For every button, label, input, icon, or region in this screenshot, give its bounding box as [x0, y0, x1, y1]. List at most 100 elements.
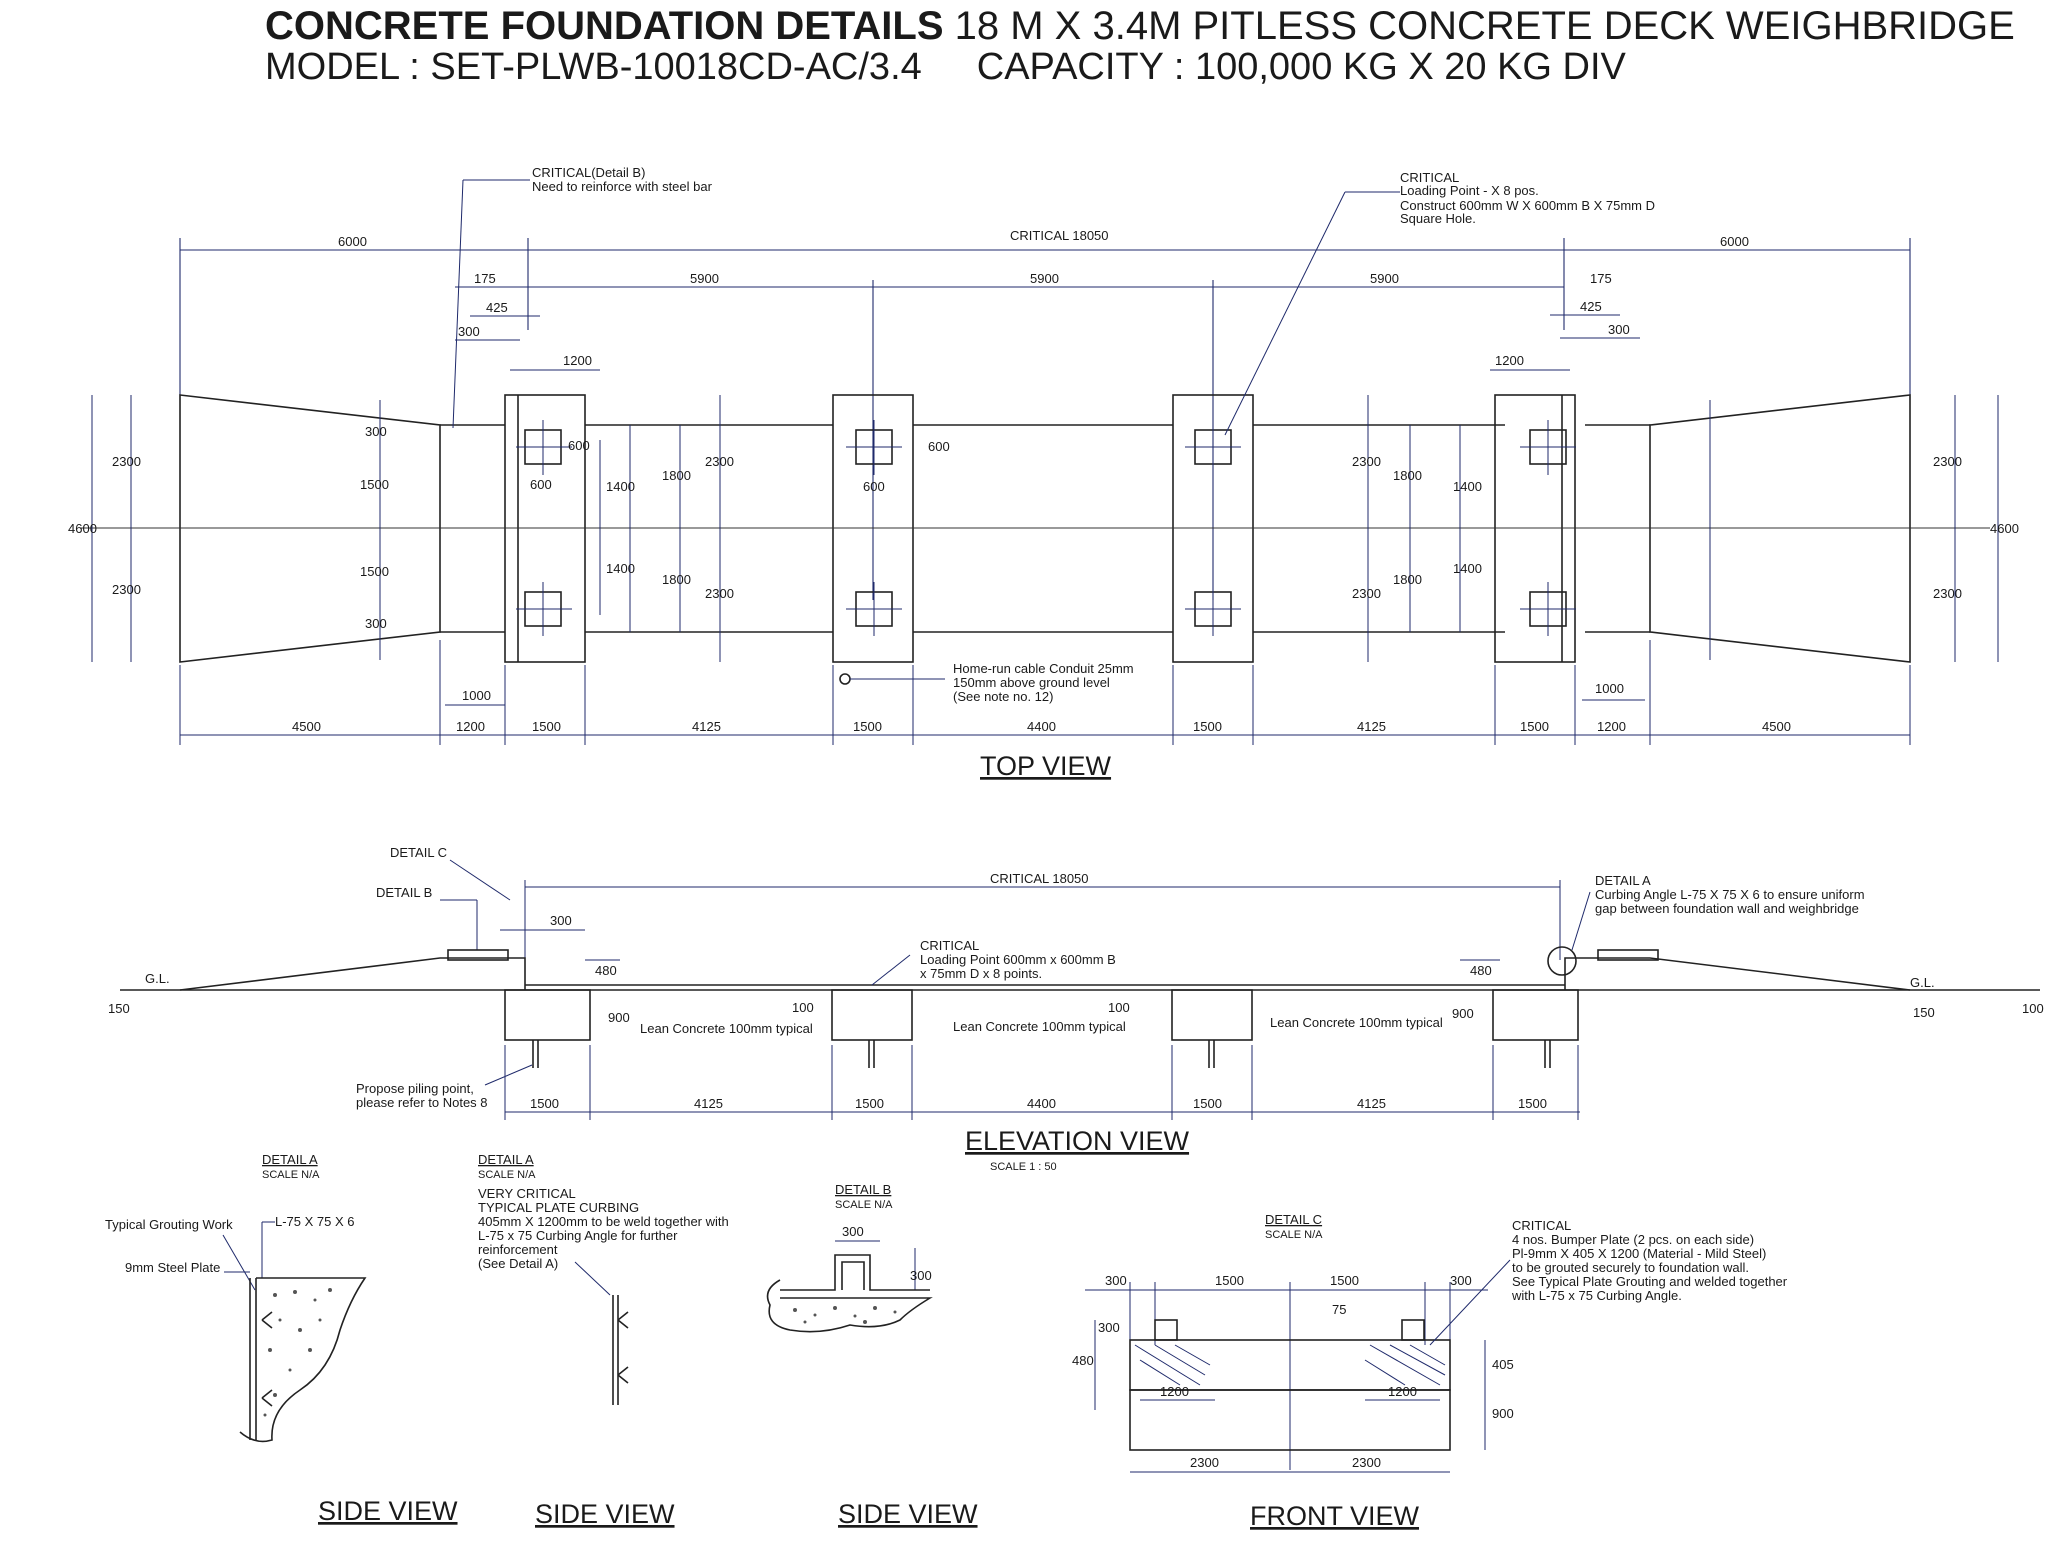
dim-b-6: 1500 — [1193, 719, 1222, 734]
dim-300-bl: 300 — [365, 616, 387, 631]
elev-480-right: 480 — [1470, 963, 1492, 978]
dim-4600-left: 4600 — [68, 521, 97, 536]
detail-a1-grouting: Typical Grouting Work — [105, 1217, 233, 1232]
note-loading-3: Square Hole. — [1400, 211, 1476, 226]
detail-c-scale: SCALE N/A — [1265, 1229, 1323, 1241]
detail-a2-note-2: 405mm X 1200mm to be weld together with — [478, 1214, 729, 1229]
dim-b-0: 4500 — [292, 719, 321, 734]
detail-c-note-0: CRITICAL — [1512, 1218, 1571, 1233]
dim-critical-total: CRITICAL 18050 — [1010, 228, 1109, 243]
label-side-view-2: SIDE VIEW — [535, 1499, 675, 1529]
detail-c-top-0: 300 — [1105, 1273, 1127, 1288]
elev-150-left: 150 — [108, 1001, 130, 1016]
detail-a-plate-curbing: DETAIL A SCALE N/A VERY CRITICAL TYPICAL… — [478, 1152, 729, 1529]
elev-gl-left: G.L. — [145, 971, 170, 986]
elev-100-a: 100 — [792, 1000, 814, 1015]
detail-a2-note-5: (See Detail A) — [478, 1256, 558, 1271]
elev-b-5: 4125 — [1357, 1096, 1386, 1111]
detail-a2-note-4: reinforcement — [478, 1242, 558, 1257]
elev-b-4: 1500 — [1193, 1096, 1222, 1111]
note-detail-b-0: CRITICAL(Detail B) — [532, 165, 645, 180]
dim-1400-lb: 1400 — [606, 561, 635, 576]
dim-300-right: 300 — [1608, 322, 1630, 337]
dim-2300-ra: 2300 — [1352, 454, 1381, 469]
model-text: MODEL : SET-PLWB-10018CD-AC/3.4 — [265, 46, 922, 88]
dim-2300-ld: 2300 — [705, 586, 734, 601]
label-elevation-view: ELEVATION VIEW — [965, 1126, 1190, 1156]
dim-bay-3: 5900 — [1370, 271, 1399, 286]
detail-b-title: DETAIL B — [835, 1182, 891, 1197]
elevation-view: CRITICAL 18050 DETAIL C DETAIL B 300 480… — [108, 845, 2044, 1173]
dim-1800-ra: 1800 — [1393, 468, 1422, 483]
elev-detail-a-2: gap between foundation wall and weighbri… — [1595, 901, 1859, 916]
dim-b-10: 4500 — [1762, 719, 1791, 734]
detail-c-480: 480 — [1072, 1353, 1094, 1368]
dim-1800-la: 1800 — [662, 468, 691, 483]
dim-425-right: 425 — [1580, 299, 1602, 314]
detail-c-note-1: 4 nos. Bumper Plate (2 pcs. on each side… — [1512, 1232, 1754, 1247]
elev-piling-1: please refer to Notes 8 — [356, 1095, 488, 1110]
elev-piling-0: Propose piling point, — [356, 1081, 474, 1096]
detail-b-scale: SCALE N/A — [835, 1199, 893, 1211]
top-view: 6000 CRITICAL 18050 6000 5900 5900 5900 … — [68, 165, 2019, 781]
dim-b-4: 1500 — [853, 719, 882, 734]
elev-loading-1: Loading Point 600mm x 600mm B — [920, 952, 1116, 967]
dim-600-l1: 600 — [568, 438, 590, 453]
elev-b-6: 1500 — [1518, 1096, 1547, 1111]
detail-b-side: DETAIL B SCALE N/A 300 300 SIDE VIEW — [766, 1182, 978, 1529]
detail-a1-scale: SCALE N/A — [262, 1169, 320, 1181]
note-detail-b-1: Need to reinforce with steel bar — [532, 179, 713, 194]
dim-1400-rb: 1400 — [1453, 561, 1482, 576]
detail-a2-note-1: TYPICAL PLATE CURBING — [478, 1200, 639, 1215]
title-rest: 18 M X 3.4M PITLESS CONCRETE DECK WEIGHB… — [954, 4, 2015, 48]
elev-480-left: 480 — [595, 963, 617, 978]
dim-175-left: 175 — [474, 271, 496, 286]
dim-2300-rc: 2300 — [1933, 454, 1962, 469]
detail-c-2300-l: 2300 — [1190, 1455, 1219, 1470]
elev-900-left: 900 — [608, 1010, 630, 1025]
drawing-title: CONCRETE FOUNDATION DETAILS 18 M X 3.4M … — [265, 4, 2015, 49]
note-conduit-0: Home-run cable Conduit 25mm — [953, 661, 1134, 676]
dim-1200-left: 1200 — [563, 353, 592, 368]
elev-gl-right: G.L. — [1910, 975, 1935, 990]
elev-b-0: 1500 — [530, 1096, 559, 1111]
dim-bay-2: 5900 — [1030, 271, 1059, 286]
note-loading-2: Construct 600mm W X 600mm B X 75mm D — [1400, 198, 1655, 213]
dim-1000-left: 1000 — [462, 688, 491, 703]
dim-b-9: 1200 — [1597, 719, 1626, 734]
detail-c-1200-l: 1200 — [1160, 1384, 1189, 1399]
detail-b-300a: 300 — [842, 1224, 864, 1239]
dim-2300-lc: 2300 — [705, 454, 734, 469]
dim-ramp-right: 6000 — [1720, 234, 1749, 249]
label-top-view: TOP VIEW — [980, 751, 1112, 781]
detail-a1-title: DETAIL A — [262, 1152, 318, 1167]
elev-detail-c: DETAIL C — [390, 845, 447, 860]
note-conduit-1: 150mm above ground level — [953, 675, 1110, 690]
dim-2300-rd: 2300 — [1933, 586, 1962, 601]
detail-c-note-4: See Typical Plate Grouting and welded to… — [1512, 1274, 1788, 1289]
dim-600-l2: 600 — [530, 477, 552, 492]
dim-b-3: 4125 — [692, 719, 721, 734]
detail-c-2300-r: 2300 — [1352, 1455, 1381, 1470]
label-side-view-1: SIDE VIEW — [318, 1496, 458, 1526]
elev-b-3: 4400 — [1027, 1096, 1056, 1111]
dim-425-left: 425 — [486, 300, 508, 315]
dim-b-5: 4400 — [1027, 719, 1056, 734]
dim-175-right: 175 — [1590, 271, 1612, 286]
dim-1800-rb: 1800 — [1393, 572, 1422, 587]
detail-a-side: DETAIL A SCALE N/A Typical Grouting Work… — [105, 1152, 458, 1526]
dim-1500-tl: 1500 — [360, 477, 389, 492]
dim-ramp-left: 6000 — [338, 234, 367, 249]
elev-150-right: 150 — [1913, 1005, 1935, 1020]
dim-1400-ra: 1400 — [1453, 479, 1482, 494]
detail-a2-scale: SCALE N/A — [478, 1169, 536, 1181]
dim-300-left: 300 — [458, 324, 480, 339]
detail-c-note-3: to be grouted securely to foundation wal… — [1512, 1260, 1749, 1275]
detail-a1-plate: 9mm Steel Plate — [125, 1260, 220, 1275]
note-loading-0: CRITICAL — [1400, 170, 1459, 185]
detail-a2-note-0: VERY CRITICAL — [478, 1186, 576, 1201]
dim-bay-1: 5900 — [690, 271, 719, 286]
detail-c-top-3: 300 — [1450, 1273, 1472, 1288]
dim-1200-right: 1200 — [1495, 353, 1524, 368]
